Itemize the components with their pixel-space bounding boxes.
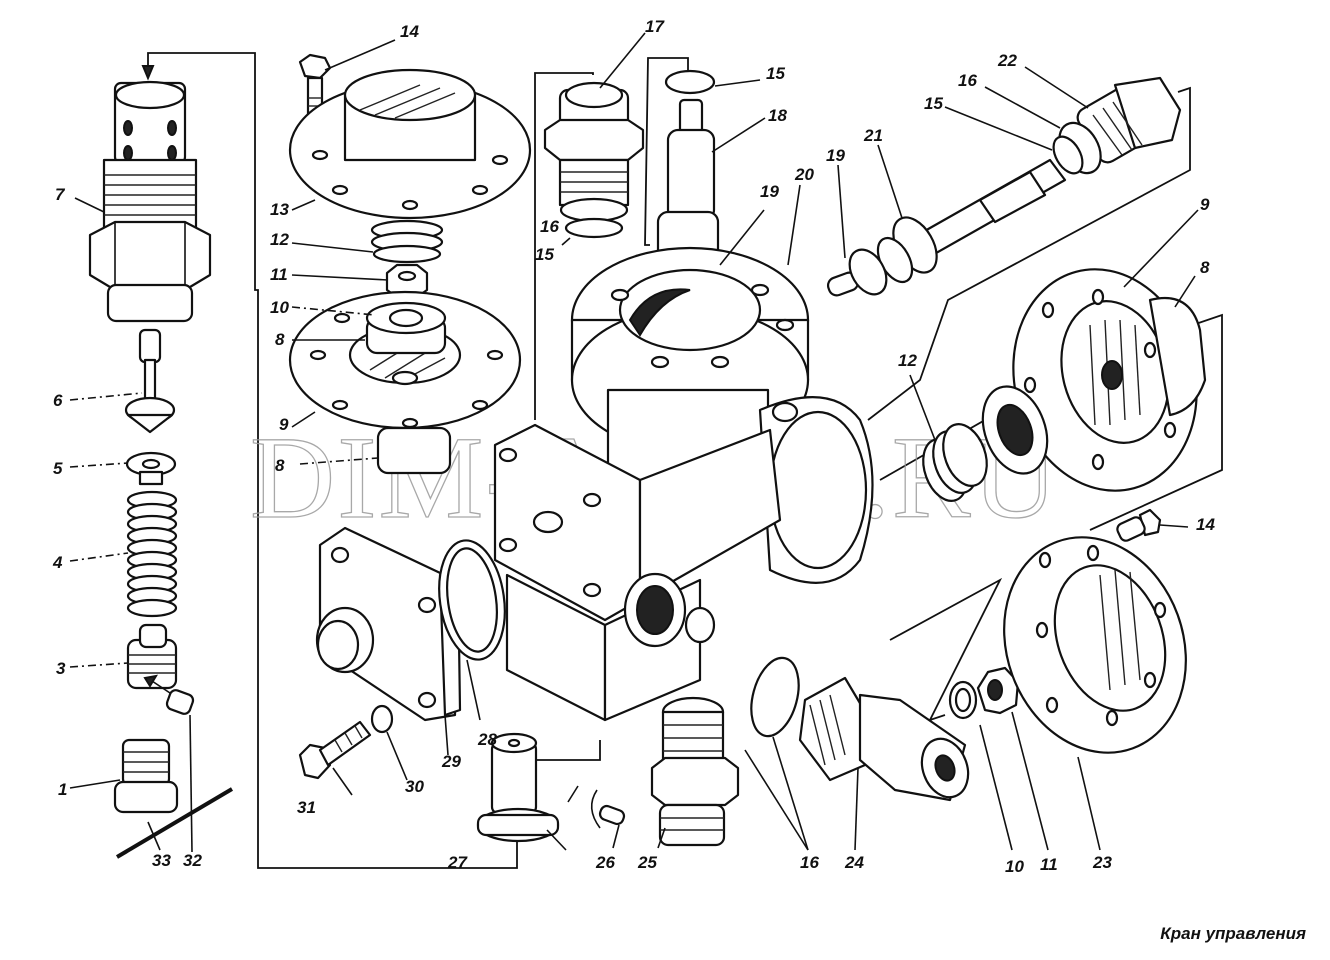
part-27-bushing: [476, 732, 560, 843]
callout-24: 24: [844, 853, 864, 872]
callout-16-right: 16: [958, 71, 977, 90]
callout-31: 31: [297, 798, 316, 817]
part-valve-housing-lower: [493, 423, 782, 722]
callout-11-top: 11: [270, 265, 288, 284]
callout-32: 32: [183, 851, 202, 870]
callout-27: 27: [447, 853, 468, 872]
part-33-wire: [115, 787, 234, 859]
part-7-valve-seat: [88, 80, 212, 323]
callout-17: 17: [645, 17, 665, 36]
callout-21: 21: [863, 126, 883, 145]
part-32-insert: [143, 674, 195, 715]
part-16-oring-lower: [750, 656, 800, 738]
callout-10-bottom: 10: [1005, 857, 1024, 876]
callout-19-right: 19: [826, 146, 845, 165]
part-17-fitting: [543, 81, 645, 239]
callout-16-mid: 16: [540, 217, 559, 236]
callout-10-top: 10: [270, 298, 289, 317]
part-5-valve-cap: [125, 451, 177, 486]
part-6-valve: [124, 328, 176, 434]
part-19-pin-right: [826, 248, 888, 297]
part-12-spring-upper: [370, 219, 444, 264]
part-10-washer-lower: [948, 680, 978, 720]
part-15-oring-right: [1052, 135, 1084, 175]
part-30-washer: [370, 704, 394, 734]
assembly-path-10: [889, 577, 1003, 722]
assembly-path-21: [867, 86, 1191, 421]
part-3-spring-seat: [126, 623, 178, 690]
callout-18: 18: [768, 106, 787, 125]
callout-5: 5: [53, 459, 63, 478]
assembly-path-left: [147, 52, 518, 869]
callout-19-mid: 19: [760, 182, 779, 201]
part-21-spool: [876, 158, 1067, 284]
callout-22: 22: [997, 51, 1017, 70]
part-14-bolt-lower: [1116, 508, 1162, 542]
callout-30: 30: [405, 777, 424, 796]
part-8-piston-upper: [365, 301, 452, 475]
arrow-head-icon: [141, 65, 155, 81]
callout-26: 26: [595, 853, 615, 872]
callout-6: 6: [53, 391, 63, 410]
callout-8-left: 8: [275, 456, 285, 475]
part-24-connector: [798, 676, 970, 802]
part-4-spring: [126, 490, 178, 618]
callout-23: 23: [1092, 853, 1112, 872]
callout-25: 25: [637, 853, 657, 872]
callout-20: 20: [794, 165, 814, 184]
callout-14-top: 14: [400, 22, 419, 41]
assembly-path-lines: [141, 52, 1223, 869]
assembly-path-18: [644, 57, 689, 246]
callout-7: 7: [55, 185, 66, 204]
callout-4: 4: [52, 553, 63, 572]
callout-9-right: 9: [1200, 195, 1210, 214]
diagram-caption: Кран управления: [1160, 924, 1306, 943]
part-8-piston-right: [1148, 296, 1207, 417]
callout-29: 29: [441, 752, 461, 771]
callout-12-right: 12: [898, 351, 917, 370]
part-15-oring-top: [664, 69, 716, 95]
leader-lines: [69, 32, 1199, 853]
callout-8-right: 8: [1200, 258, 1210, 277]
part-13-top-cover: [288, 68, 532, 220]
callout-15-right: 15: [924, 94, 943, 113]
callout-9-left: 9: [279, 415, 289, 434]
callout-15-mid: 15: [535, 245, 554, 264]
callout-16-bottom: 16: [800, 853, 819, 872]
part-12-spring-right: [922, 385, 1049, 502]
part-26-pin: [590, 789, 626, 829]
callout-8-top: 8: [275, 330, 285, 349]
part-31-bolt-lower: [298, 720, 372, 780]
callout-14-right: 14: [1196, 515, 1215, 534]
part-11-nut-lower: [976, 666, 1020, 715]
callout-33: 33: [152, 851, 171, 870]
callouts: 7 6 5 4 3 1 33 32 14 13 12 11 10 8 9 8 1…: [52, 17, 1215, 876]
part-23-flange-lower: [1003, 536, 1187, 754]
part-28-gasket: [438, 539, 506, 661]
callout-28: 28: [477, 730, 497, 749]
callout-12-top: 12: [270, 230, 289, 249]
part-1-plug: [113, 738, 179, 814]
part-29-side-cover: [315, 526, 462, 722]
part-25-fitting-lower: [650, 696, 740, 847]
callout-11-bottom: 11: [1040, 855, 1058, 874]
callout-15-top: 15: [766, 64, 785, 83]
callout-13: 13: [270, 200, 289, 219]
callout-3: 3: [56, 659, 66, 678]
callout-1: 1: [58, 780, 67, 799]
assembly-path-17: [534, 72, 594, 420]
